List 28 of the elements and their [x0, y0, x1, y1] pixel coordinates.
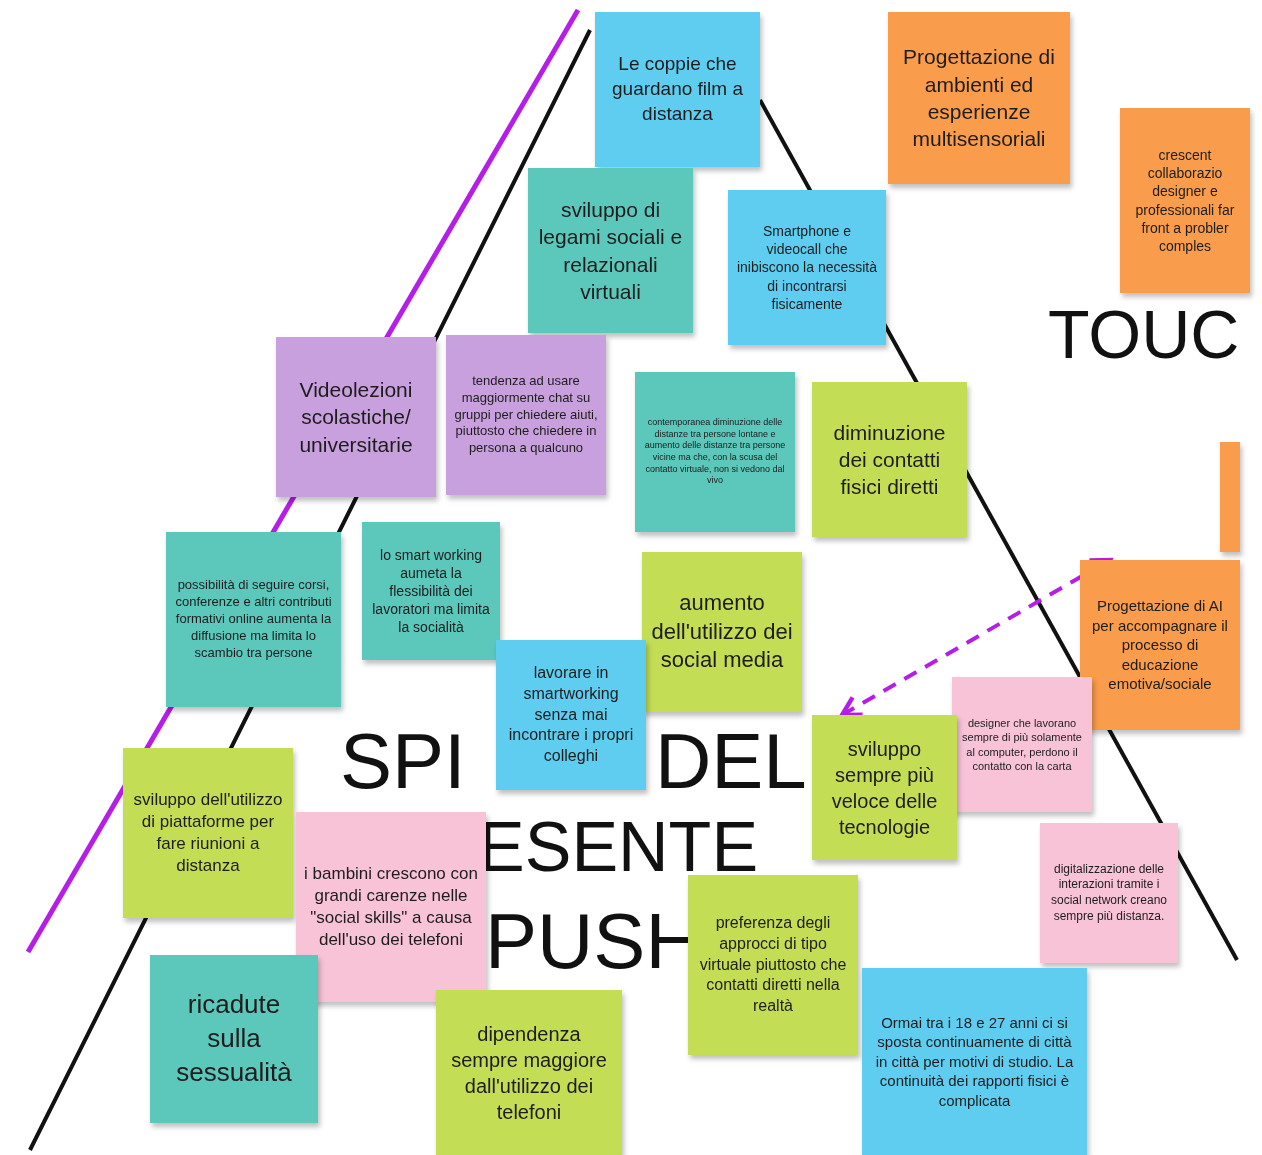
sticky-note: digitalizzazione delle interazioni tramite i social network creano sempre più distanza.	[1040, 823, 1178, 963]
sticky-note: preferenza degli approcci di tipo virtuale piuttosto che contatti diretti nella realtà	[688, 875, 858, 1055]
sticky-note: Smartphone e videocall che inibiscono la necessità di incontrarsi fisicamente	[728, 190, 886, 345]
sticky-note: sviluppo di legami sociali e relazionali virtuali	[528, 168, 693, 333]
sticky-note: possibilità di seguire corsi, conferenze e altri contributi formativi online aumenta la diffusione ma limita lo scambio tra persone	[166, 532, 341, 707]
sticky-note: tendenza ad usare maggiormente chat su gruppi per chiedere aiuti, piuttosto che chiedere in persona a qualcuno	[446, 335, 606, 495]
heading-text: SPI	[340, 722, 466, 800]
sticky-note: aumento dell'utilizzo dei social media	[642, 552, 802, 712]
heading-text: TOUC	[1048, 300, 1240, 368]
sticky-note: diminuzione dei contatti fisici diretti	[812, 382, 967, 537]
sticky-note: contemporanea diminuzione delle distanze tra persone lontane e aumento delle distanze tra persone vicine ma che, con la scusa del contatto virtuale, non si vedono dal vivo	[635, 372, 795, 532]
sticky-note: i bambini crescono con grandi carenze nelle "social skills" a causa dell'uso dei telefoni	[296, 812, 486, 1002]
dashed-double-arrow	[839, 557, 1113, 718]
sticky-note: sviluppo dell'utilizzo di piattaforme per fare riunioni a distanza	[123, 748, 293, 918]
sticky-note: Videolezioni scolastiche/ universitarie	[276, 337, 436, 497]
sticky-note: lo smart working aumeta la flessibilità dei lavoratori ma limita la socialità	[362, 522, 500, 660]
sticky-note: ricadute sulla sessualità	[150, 955, 318, 1123]
blank-sticky-note	[1220, 442, 1240, 552]
sticky-note: lavorare in smartworking senza mai incontrare i propri colleghi	[496, 640, 646, 790]
sticky-note: sviluppo sempre più veloce delle tecnologie	[812, 715, 957, 860]
sticky-note: designer che lavorano sempre di più solamente al computer, perdono il contatto con la carta	[952, 677, 1092, 812]
sticky-note: dipendenza sempre maggiore dall'utilizzo dei telefoni	[436, 990, 622, 1155]
sticky-note: Le coppie che guardano film a distanza	[595, 12, 760, 167]
heading-text: DEL	[655, 722, 807, 800]
sticky-note: Progettazione di AI per accompagnare il processo di educazione emotiva/sociale	[1080, 560, 1240, 730]
sticky-note: Ormai tra i 18 e 27 anni ci si sposta continuamente di città in città per motivi di studio. La continuità dei rapporti fisici è complicata	[862, 968, 1087, 1155]
sticky-note: crescent collaborazio designer e professionali far front a probler comples	[1120, 108, 1250, 293]
sticky-note: Progettazione di ambienti ed esperienze multisensoriali	[888, 12, 1070, 184]
